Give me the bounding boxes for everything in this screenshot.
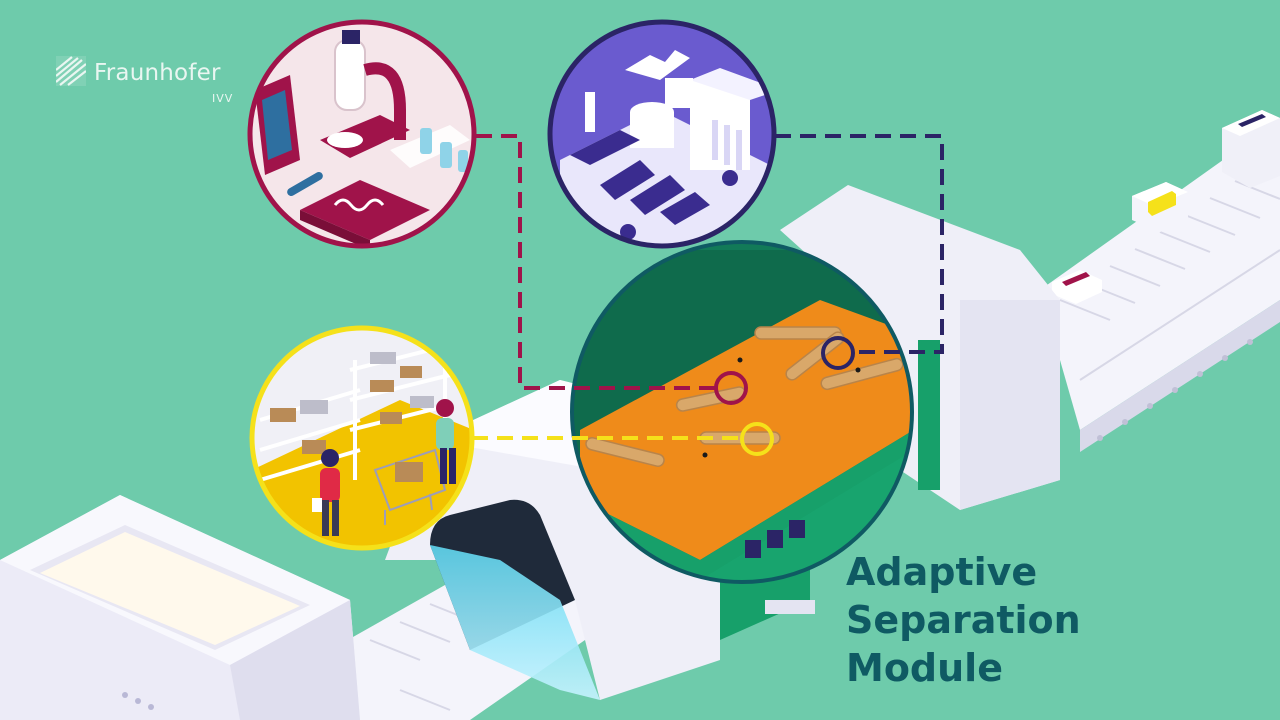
shopper-right [436, 399, 456, 484]
conveyor-belt-right [1040, 155, 1280, 452]
caption-line-1: Adaptive [846, 550, 1038, 594]
package-red-tape [1052, 270, 1102, 304]
caption-line-2: Separation [846, 598, 1081, 642]
shopper-left [312, 449, 340, 536]
module-caption: Adaptive Separation Module [846, 548, 1081, 692]
package-white [1222, 110, 1280, 188]
connector-factory [775, 134, 944, 354]
brand-name: Fraunhofer [94, 60, 221, 86]
caption-line-3: Module [846, 646, 1003, 690]
factory-icon [547, 19, 777, 249]
target-marker-navy [821, 336, 855, 370]
microscope-lab-icon [247, 19, 477, 249]
machine-housing-rear [780, 185, 1060, 510]
shop-shelf-icon [249, 325, 475, 551]
machine-bottom-left [0, 495, 360, 720]
brand-division: IVV [212, 92, 234, 105]
target-marker-yellow [740, 422, 774, 456]
fraunhofer-logo: Fraunhofer IVV [56, 54, 246, 114]
target-marker-magenta [714, 371, 748, 405]
package-yellow-tape [1132, 182, 1188, 232]
fraunhofer-mark-icon [56, 56, 86, 86]
